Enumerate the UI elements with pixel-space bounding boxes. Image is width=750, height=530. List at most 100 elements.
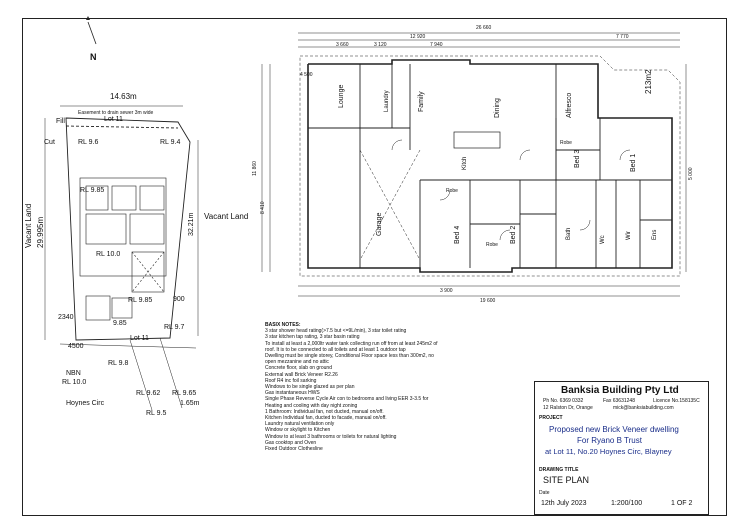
basix-line: Kitchen Individual fan, ducted to facade… [265, 415, 387, 422]
basix-line: Gas cooktop and Oven [265, 439, 317, 446]
plan-dim: 3 120 [374, 42, 387, 48]
basix-line: open mezzanine and no attic [265, 359, 329, 366]
plan-dim: 3 660 [336, 42, 349, 48]
vacant-land-left: Vacant Land [24, 203, 33, 248]
basix-line: 1 Bathroom: Individual fan, not ducted, … [265, 408, 384, 415]
basix-line: Window or skylight to Kitchen [265, 427, 331, 434]
company-address: 12 Ralston Dr, Orange [543, 405, 593, 411]
site-dim: 4500 [68, 343, 84, 350]
north-label: N [90, 52, 97, 62]
plan-dim: 7 770 [616, 34, 629, 40]
street-label: Hoynes Circ [66, 400, 105, 407]
room-bed3: Bed 3 [574, 149, 581, 168]
rl-label: RL 9.85 [80, 187, 105, 194]
project-line-3: at Lot 11, No.20 Hoynes Circ, Blayney [545, 447, 672, 456]
site-length-right: 32.21m [188, 212, 195, 236]
basix-line: External wall Brick Veneer R2.26 [265, 371, 338, 378]
room-bath: Bath [566, 227, 572, 240]
room-bed2: Bed 2 [510, 225, 517, 244]
rl-label: RL 10.0 [96, 251, 121, 258]
project-line-1: Proposed new Brick Veneer dwelling [549, 425, 679, 434]
company-fax: Fax 63631248 [603, 398, 635, 404]
drawing-scale: 1:200/100 [611, 500, 643, 507]
basix-line: Window to at least 3 bathrooms or toilet… [265, 433, 397, 440]
site-length-left: 29.995m [36, 216, 45, 248]
rl-label: RL 10.0 [62, 379, 87, 386]
basix-line: 3 star shower head rating(>7.5 but <=9L/… [265, 328, 407, 335]
plan-dim: 8 410 [260, 201, 266, 214]
basix-line: Roof R4 inc foil sarking [265, 377, 317, 384]
basix-line: roof. It is to be connected to all toile… [265, 346, 406, 353]
rl-label: RL 9.6 [78, 139, 99, 146]
room-laundry: Laundry [384, 90, 390, 112]
room-bed1: Bed 1 [630, 153, 637, 172]
easement-note: Easement to drain sewer 3m wide [78, 110, 154, 116]
room-family: Family [418, 91, 425, 112]
company-email: mick@banksiabuilding.com [613, 405, 674, 411]
room-kitchen: Kitch [462, 156, 468, 170]
plan-dim: 12 920 [410, 34, 426, 40]
company-name: Banksia Building Pty Ltd [561, 385, 679, 396]
plan-dim: 3 900 [440, 288, 453, 294]
title-block: Banksia Building Pty Ltd Ph No. 6369 033… [534, 381, 709, 515]
room-robe: Robe [560, 140, 572, 146]
room-robe: Robe [486, 242, 498, 248]
vacant-land-right: Vacant Land [204, 212, 249, 221]
rl-label: RL 9.65 [172, 390, 197, 397]
room-wir: Wir [626, 231, 632, 240]
basix-line: Single Phase Reverse Cycle Air con to be… [265, 396, 429, 403]
room-ensuite: Ens [652, 229, 658, 240]
rl-label: RL 9.5 [146, 410, 167, 417]
basix-line: 3 star kitchen tap rating, 3 star basin … [265, 334, 360, 341]
site-dim: 2340 [58, 314, 74, 321]
drawing-sheet [22, 18, 727, 516]
plan-dim: 26 660 [476, 25, 492, 31]
north-arrow-icon [87, 21, 97, 45]
lot-top-label: Lot 11 [104, 116, 123, 123]
project-label: PROJECT [539, 415, 563, 421]
site-dim: 900 [173, 296, 185, 303]
basix-line: Heating and cooling with day night zonin… [265, 402, 358, 409]
drawing-title: SITE PLAN [543, 475, 590, 485]
fill-label: Fill [56, 118, 65, 125]
basix-heading: BASIX NOTES: [265, 322, 301, 328]
basix-notes: BASIX NOTES: 3 star shower head rating(>… [265, 322, 535, 452]
floor-plan [261, 32, 687, 297]
site-plan-lot [44, 105, 199, 411]
plan-dim: 19 600 [480, 298, 496, 304]
rl-label: RL 9.85 [128, 297, 153, 304]
room-lounge: Lounge [338, 84, 345, 108]
room-bed4: Bed 4 [454, 225, 461, 244]
plan-dim: 7 940 [430, 42, 443, 48]
sheet-number: 1 OF 2 [671, 500, 693, 507]
rl-label: RL 9.7 [164, 324, 185, 331]
plan-dim: 4 500 [300, 72, 313, 78]
rl-label: 9.85 [113, 320, 127, 327]
nbn-label: NBN [66, 370, 81, 377]
basix-line: Gas instantaneous HWS [265, 390, 320, 397]
drawing-date: 12th July 2023 [541, 500, 587, 507]
date-label: Date [539, 490, 550, 496]
site-width-dim: 14.63m [110, 92, 137, 101]
company-phone: Ph No. 6369 0332 [543, 398, 584, 404]
project-line-2: For Ryano B Trust [577, 436, 642, 445]
rl-label: RL 9.8 [108, 360, 129, 367]
room-dining: Dining [494, 98, 501, 118]
basix-line: Fixed Outdoor Clothesline [265, 446, 323, 453]
basix-line: Laundry natural ventilation only [265, 421, 335, 428]
rl-label: RL 9.4 [160, 139, 181, 146]
plan-dim: 5 000 [688, 167, 694, 180]
basix-line: To install at least a 2,000ltr water tan… [265, 340, 438, 347]
floor-area: 213m2 [644, 69, 653, 94]
room-wc: Wc [600, 235, 606, 244]
basix-line: Windows to be single glazed as per plan [265, 384, 355, 391]
plan-dim: 11 860 [252, 161, 258, 176]
lot-bottom-label: Lot 11 [130, 335, 149, 342]
company-licence: Licence No.158135C [653, 398, 700, 404]
room-garage: Garage [376, 212, 383, 236]
room-robe: Robe [446, 188, 458, 194]
cut-label: Cut [44, 139, 55, 146]
room-alfresco: Alfresco [566, 92, 573, 118]
site-dim: 1.65m [180, 400, 200, 407]
